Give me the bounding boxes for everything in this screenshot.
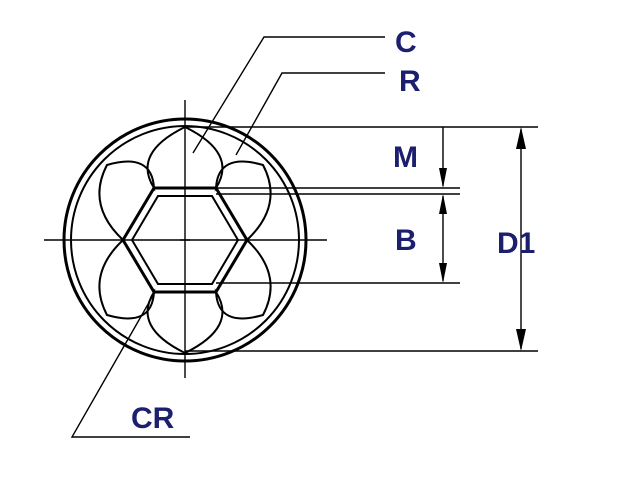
leader-line-c — [192, 36, 385, 154]
label-d1: D1 — [497, 227, 535, 260]
leader-line-cr — [70, 291, 190, 438]
dimension-d1 — [516, 127, 526, 351]
label-c: C — [395, 26, 417, 59]
extension-lines — [185, 126, 538, 352]
dimension-m — [439, 127, 447, 188]
outer-ring — [62, 117, 308, 363]
label-b: B — [395, 224, 417, 257]
label-r: R — [399, 65, 421, 98]
dimension-b — [439, 194, 447, 283]
label-cr: CR — [131, 402, 175, 435]
centerlines — [44, 100, 327, 378]
hex-outer — [121, 186, 249, 294]
hex-inner — [130, 195, 240, 285]
label-m: M — [393, 141, 418, 174]
